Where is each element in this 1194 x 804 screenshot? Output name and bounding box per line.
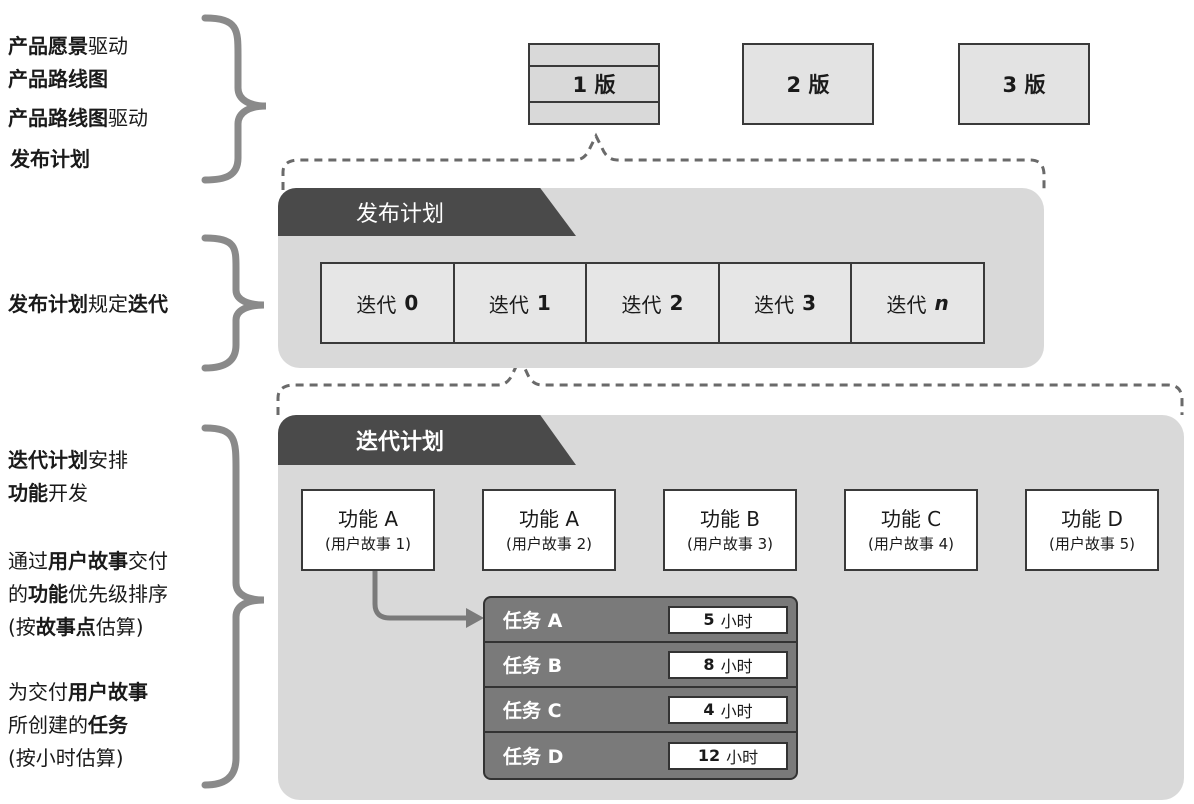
feature-name: 功能 C [880, 507, 942, 531]
note-roadmap-drives: 产品路线图驱动 [8, 106, 148, 130]
release-plan-title: 发布计划 [356, 202, 445, 227]
arrow-head-icon [466, 608, 484, 628]
note-hours-estimate: (按小时估算) [8, 746, 124, 770]
feature-story-2: 功能 A (用户故事 2) [482, 489, 616, 571]
feature-story-5: 功能 D (用户故事 5) [1025, 489, 1159, 571]
note-story-delivery: 通过用户故事交付 [8, 549, 168, 573]
note-product-roadmap: 产品路线图 [8, 67, 108, 91]
note-deliver-story: 为交付用户故事 [8, 680, 148, 704]
feature-name: 功能 B [699, 507, 761, 531]
task-label: 任务 A [503, 610, 563, 632]
release-1-label: 1 版 [572, 73, 616, 97]
brace-middle [201, 234, 265, 372]
release-3-box: 3 版 [958, 43, 1090, 125]
note-priority: 的功能优先级排序 [8, 582, 168, 606]
release-plan-tab: 发布计划 [278, 188, 576, 236]
note-tasks-created: 所创建的任务 [8, 713, 128, 737]
iteration-plan-tab: 迭代计划 [278, 415, 576, 465]
note-release-plan: 发布计划 [10, 147, 90, 171]
feature-story-1: 功能 A (用户故事 1) [301, 489, 435, 571]
feature-name: 功能 D [1061, 507, 1123, 531]
release-1-box: 1 版 [528, 43, 660, 125]
feature-story-3: 功能 B (用户故事 3) [663, 489, 797, 571]
note-release-defines-iterations: 发布计划规定迭代 [8, 292, 168, 316]
release-2-box: 2 版 [742, 43, 874, 125]
task-label: 任务 C [503, 700, 562, 722]
feature-story: (用户故事 1) [324, 535, 412, 553]
note-iteration-plan: 迭代计划安排 [8, 448, 128, 472]
release-3-label: 3 版 [1002, 73, 1046, 97]
feature-name: 功能 A [518, 507, 580, 531]
feature-story: (用户故事 2) [505, 535, 593, 553]
feature-story-4: 功能 C (用户故事 4) [844, 489, 978, 571]
note-product-vision: 产品愿景驱动 [8, 34, 128, 58]
brace-bottom [201, 424, 265, 789]
iteration-plan-title: 迭代计划 [356, 430, 445, 455]
note-story-points: (按故事点估算) [8, 615, 144, 639]
brace-top [201, 14, 267, 184]
release-expand-outline [281, 132, 1046, 190]
note-feature-dev: 功能开发 [8, 481, 88, 505]
feature-story: (用户故事 4) [867, 535, 955, 553]
release-2-label: 2 版 [786, 73, 830, 97]
task-label: 任务 B [503, 655, 563, 677]
feature-name: 功能 A [337, 507, 399, 531]
task-label: 任务 D [503, 746, 564, 768]
feature-story: (用户故事 3) [686, 535, 774, 553]
feature-story: (用户故事 5) [1048, 535, 1136, 553]
